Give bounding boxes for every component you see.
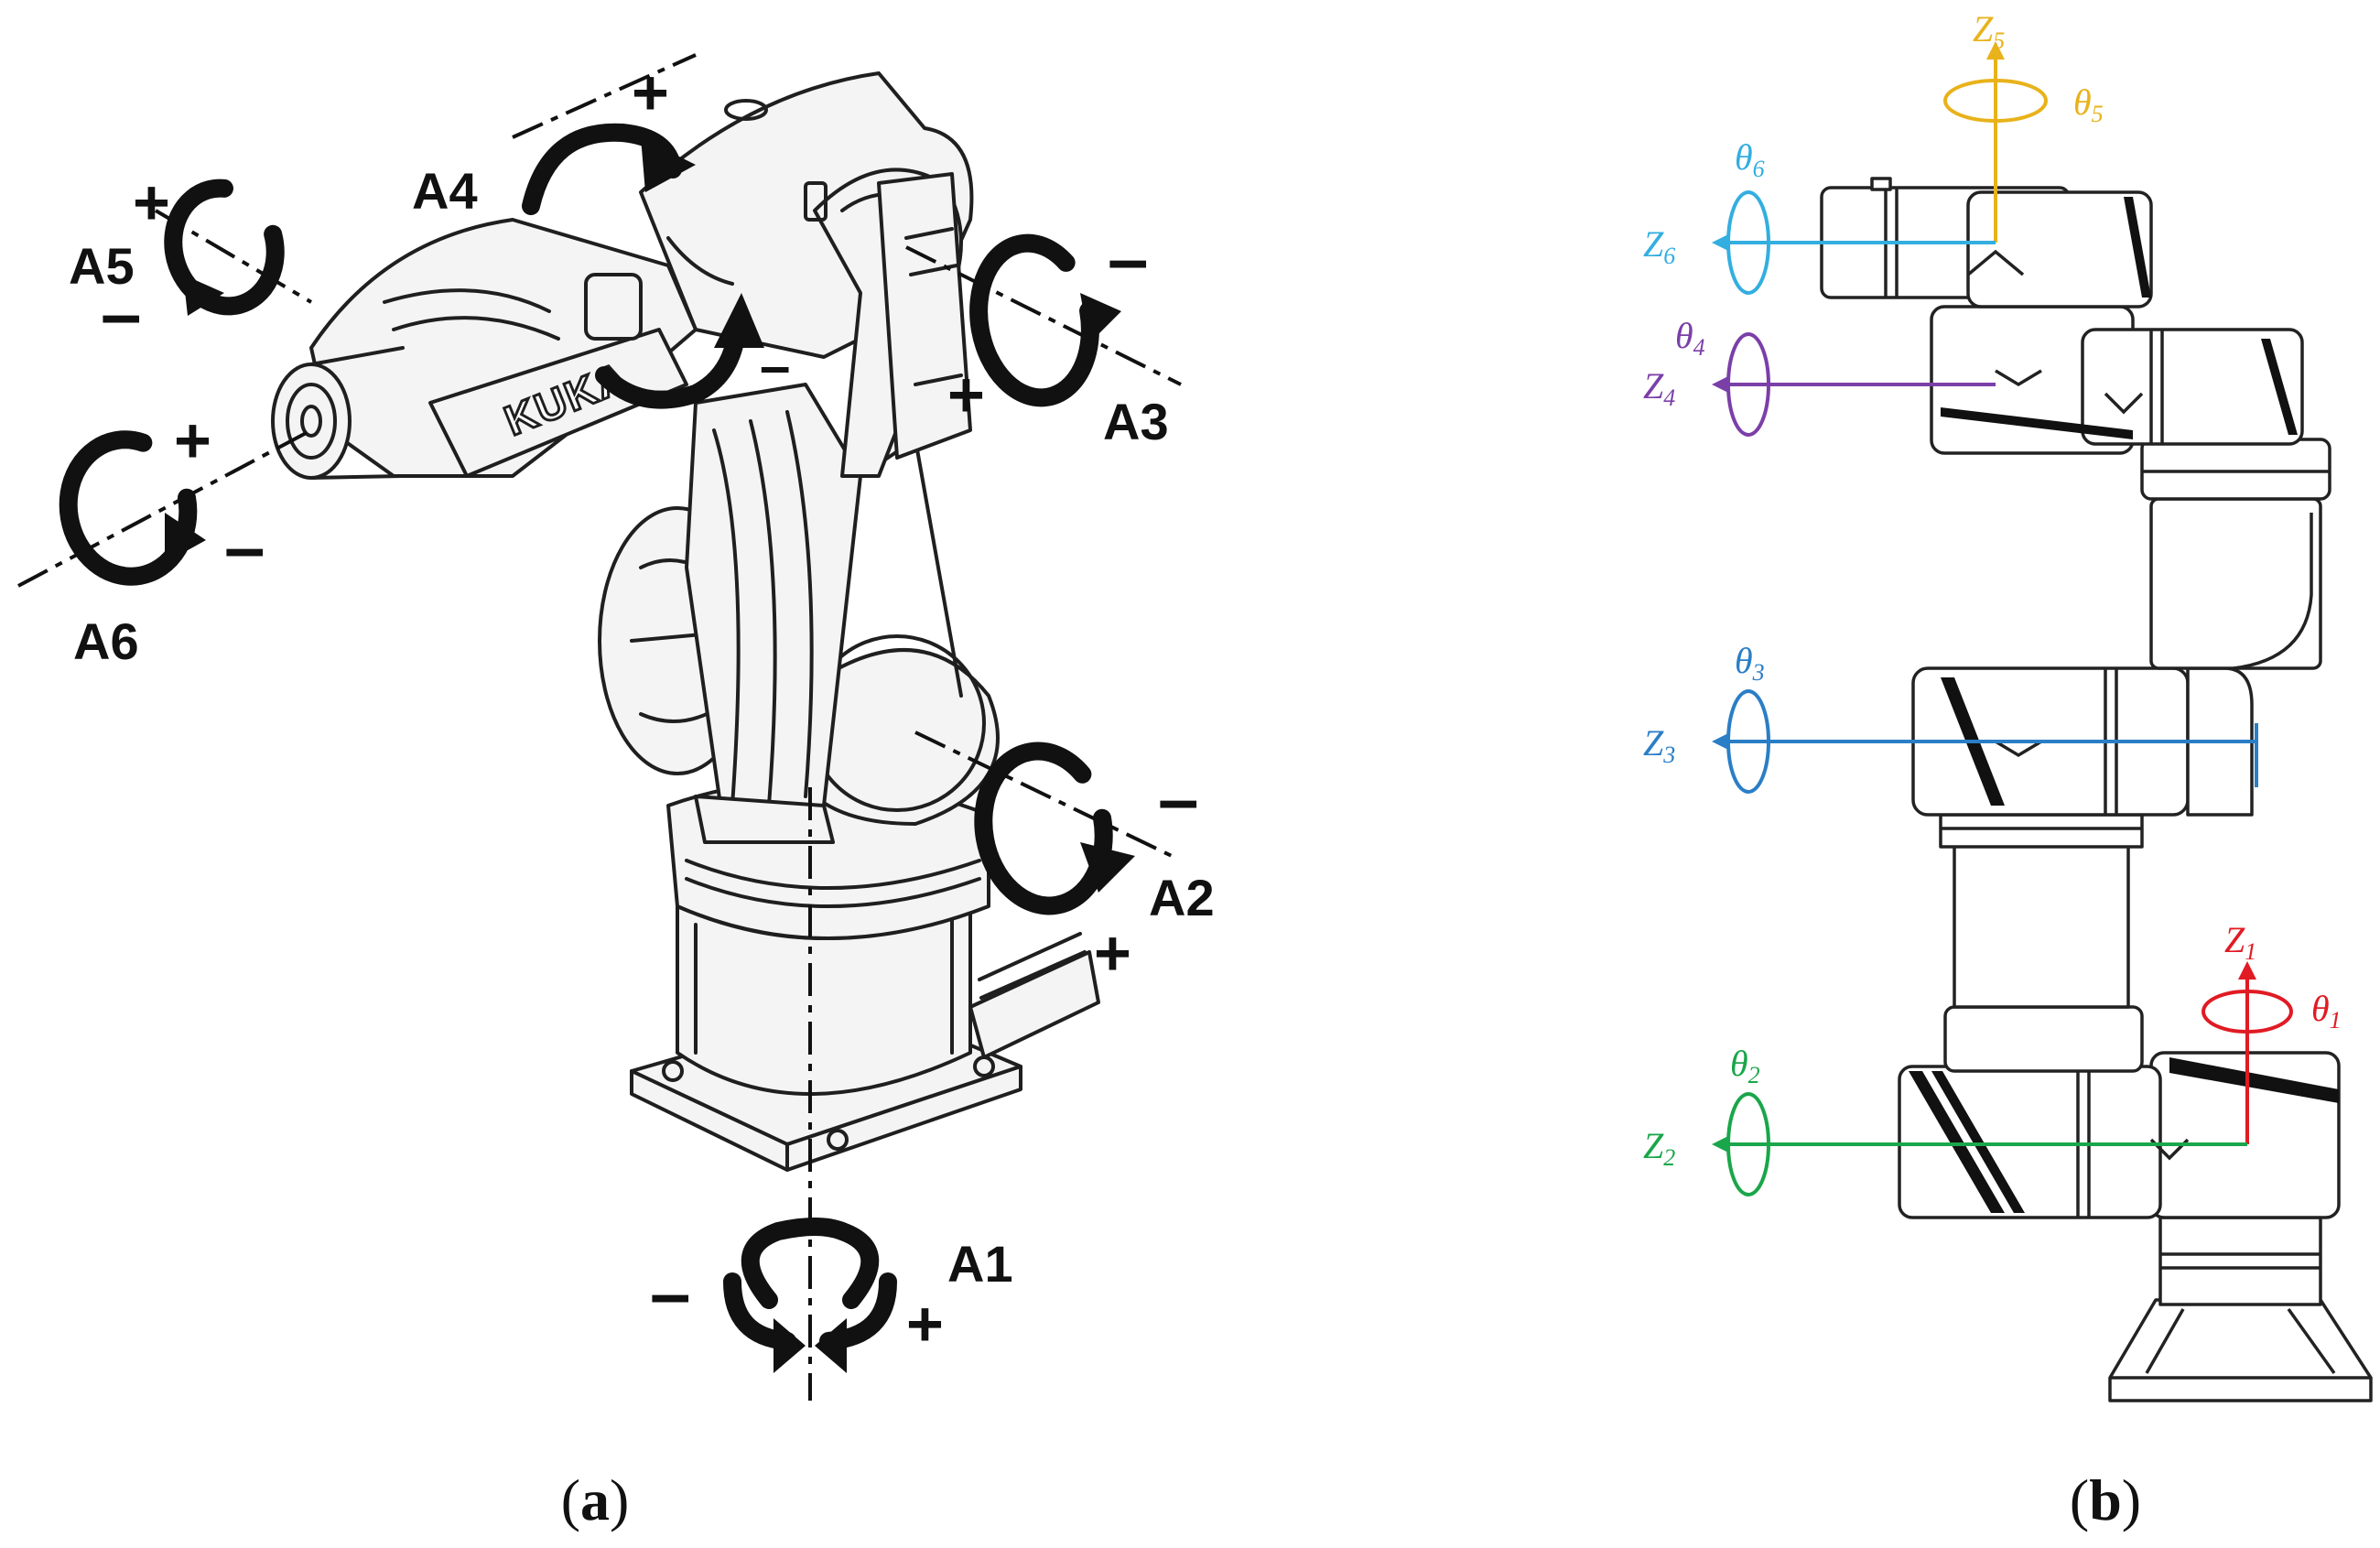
a3-minus-inner: –: [760, 335, 790, 396]
robot-forearm: KUKA: [271, 218, 698, 480]
frame-z5: Z5 θ5: [1943, 8, 2104, 243]
a6-label: A6: [73, 612, 139, 670]
a1-rotation-icon: [723, 1218, 897, 1373]
a5-plus: +: [133, 167, 170, 238]
theta1-label: θ1: [2311, 988, 2342, 1034]
a3-label: A3: [1103, 393, 1169, 450]
z4-label: Z4: [1643, 365, 1675, 411]
caption-b: (b): [2070, 1467, 2141, 1532]
a1-label: A1: [947, 1235, 1013, 1293]
a2-minus: –: [1158, 758, 1199, 839]
a4-label: A4: [412, 162, 478, 220]
z3-label: Z3: [1643, 722, 1675, 768]
a2-label: A2: [1149, 869, 1215, 926]
robot-lower-arm: [598, 383, 1000, 844]
a5-rotation-icon: [164, 179, 285, 316]
z6-label: Z6: [1643, 223, 1675, 269]
theta2-label: θ2: [1730, 1043, 1760, 1088]
z1-label: Z1: [2224, 919, 2256, 965]
joint-labels-a: A1 + – A2 + – A3 + – – A4 + A5 + – A6 + …: [69, 57, 1215, 1359]
z2-label: Z2: [1643, 1125, 1675, 1171]
frame-z4: Z4 θ4: [1643, 315, 1996, 437]
a6-minus: –: [224, 506, 265, 588]
a4-lower-rotation-icon: [595, 293, 764, 409]
z5-label: Z5: [1973, 8, 2005, 54]
ur-upper-tube: [2140, 438, 2331, 670]
a5-label: A5: [69, 237, 135, 295]
ur-lower-tube: [1939, 813, 2144, 1073]
rotation-arrows-a: [59, 123, 1135, 1373]
theta6-label: θ6: [1735, 136, 1765, 182]
a1-plus: +: [906, 1288, 944, 1359]
a3-plus: +: [947, 359, 985, 430]
a4-rotation-icon: [522, 123, 696, 215]
theta4-label: θ4: [1675, 315, 1705, 361]
robot-base: [630, 778, 1100, 1172]
panel-b: Z1 θ1 Z2 θ2 Z3 θ3 Z4 θ4 Z5 θ5: [1643, 8, 2373, 1532]
a2-plus: +: [1094, 917, 1131, 989]
frame-z6: Z6 θ6: [1643, 136, 1996, 295]
ur-shoulder: [1898, 1051, 2341, 1219]
a4-plus: +: [632, 57, 669, 128]
frame-z3: Z3 θ3: [1643, 640, 2258, 794]
frame-z2: Z2 θ2: [1643, 1043, 2247, 1196]
a6-rotation-icon: [59, 430, 206, 586]
a6-plus: +: [174, 405, 211, 476]
ur-base: [2108, 1216, 2373, 1402]
a5-minus: –: [101, 273, 142, 354]
caption-a: (a): [561, 1467, 630, 1532]
ur-wrist1: [1930, 305, 2304, 455]
theta5-label: θ5: [2073, 81, 2104, 127]
panel-a: KUKA: [17, 53, 1215, 1532]
a2-rotation-icon: [974, 742, 1135, 915]
a3-rotation-icon: [969, 233, 1121, 407]
robot-upper-arm: [639, 71, 974, 478]
a1-minus: –: [650, 1252, 691, 1334]
theta3-label: θ3: [1735, 640, 1765, 686]
a3-minus: –: [1108, 218, 1149, 299]
